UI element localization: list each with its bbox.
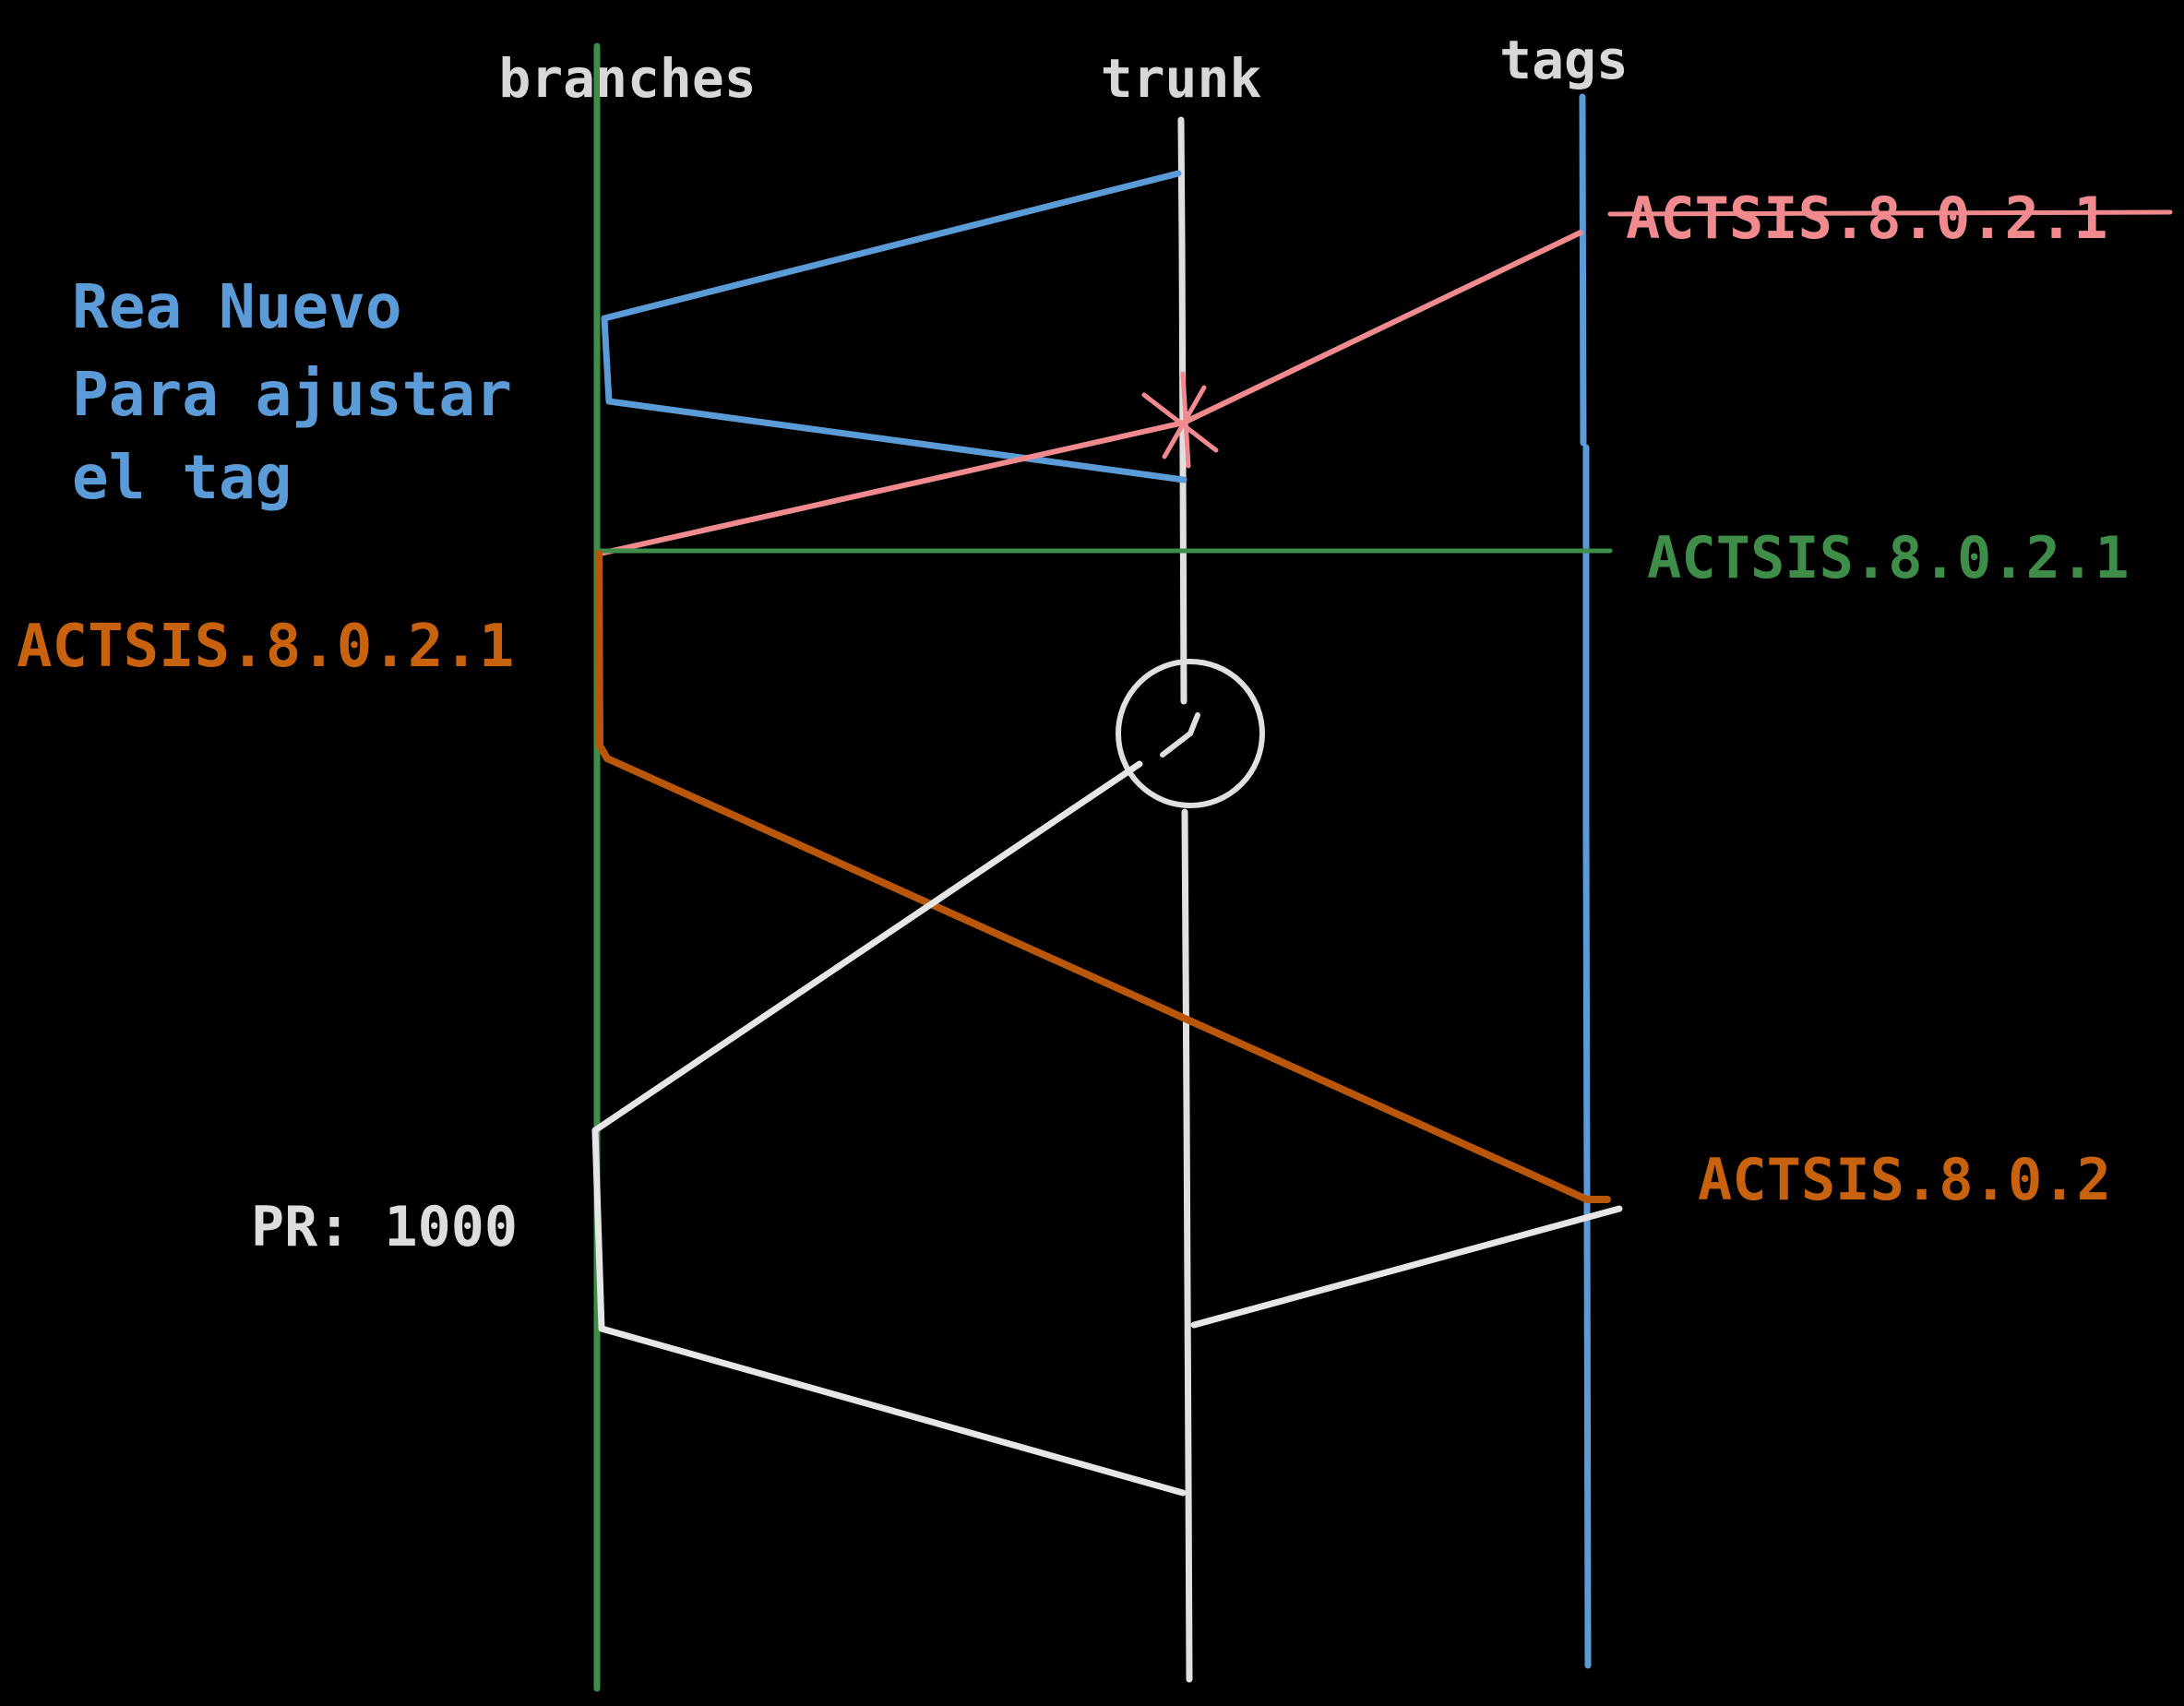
lane-title-branches: branches — [498, 47, 756, 110]
cross-mark-icon — [1141, 371, 1219, 469]
clock-icon — [1116, 659, 1265, 808]
tag-label-green: ACTSIS.8.0.2.1 — [1647, 524, 2130, 591]
tag-label-orange-left: ACTSIS.8.0.2.1 — [17, 613, 514, 681]
orange-branch-flow — [595, 550, 1611, 1203]
blue-branch-flow — [601, 170, 1187, 483]
white-tag-to-trunk-flow — [1190, 1205, 1623, 1329]
tags-lane-line — [1579, 93, 1592, 1669]
note-line-3: el tag — [72, 442, 292, 513]
lane-title-tags: tags — [1499, 29, 1629, 91]
pr-label: PR: 1000 — [251, 1195, 518, 1259]
lane-title-trunk: trunk — [1101, 47, 1262, 110]
red-tag-flow-upper — [1181, 230, 1583, 425]
note-line-1: Rea Nuevo — [72, 271, 402, 342]
tag-label-struck: ACTSIS.8.0.2.1 — [1626, 185, 2108, 252]
white-merge-flow — [591, 760, 1187, 1497]
tag-label-orange-right: ACTSIS.8.0.2 — [1698, 1146, 2111, 1213]
red-tag-flow-lower — [597, 420, 1187, 556]
trunk-lane-line — [1177, 116, 1193, 1683]
note-line-2: Para ajustar — [72, 359, 512, 430]
strikethrough-line — [1607, 209, 2173, 217]
